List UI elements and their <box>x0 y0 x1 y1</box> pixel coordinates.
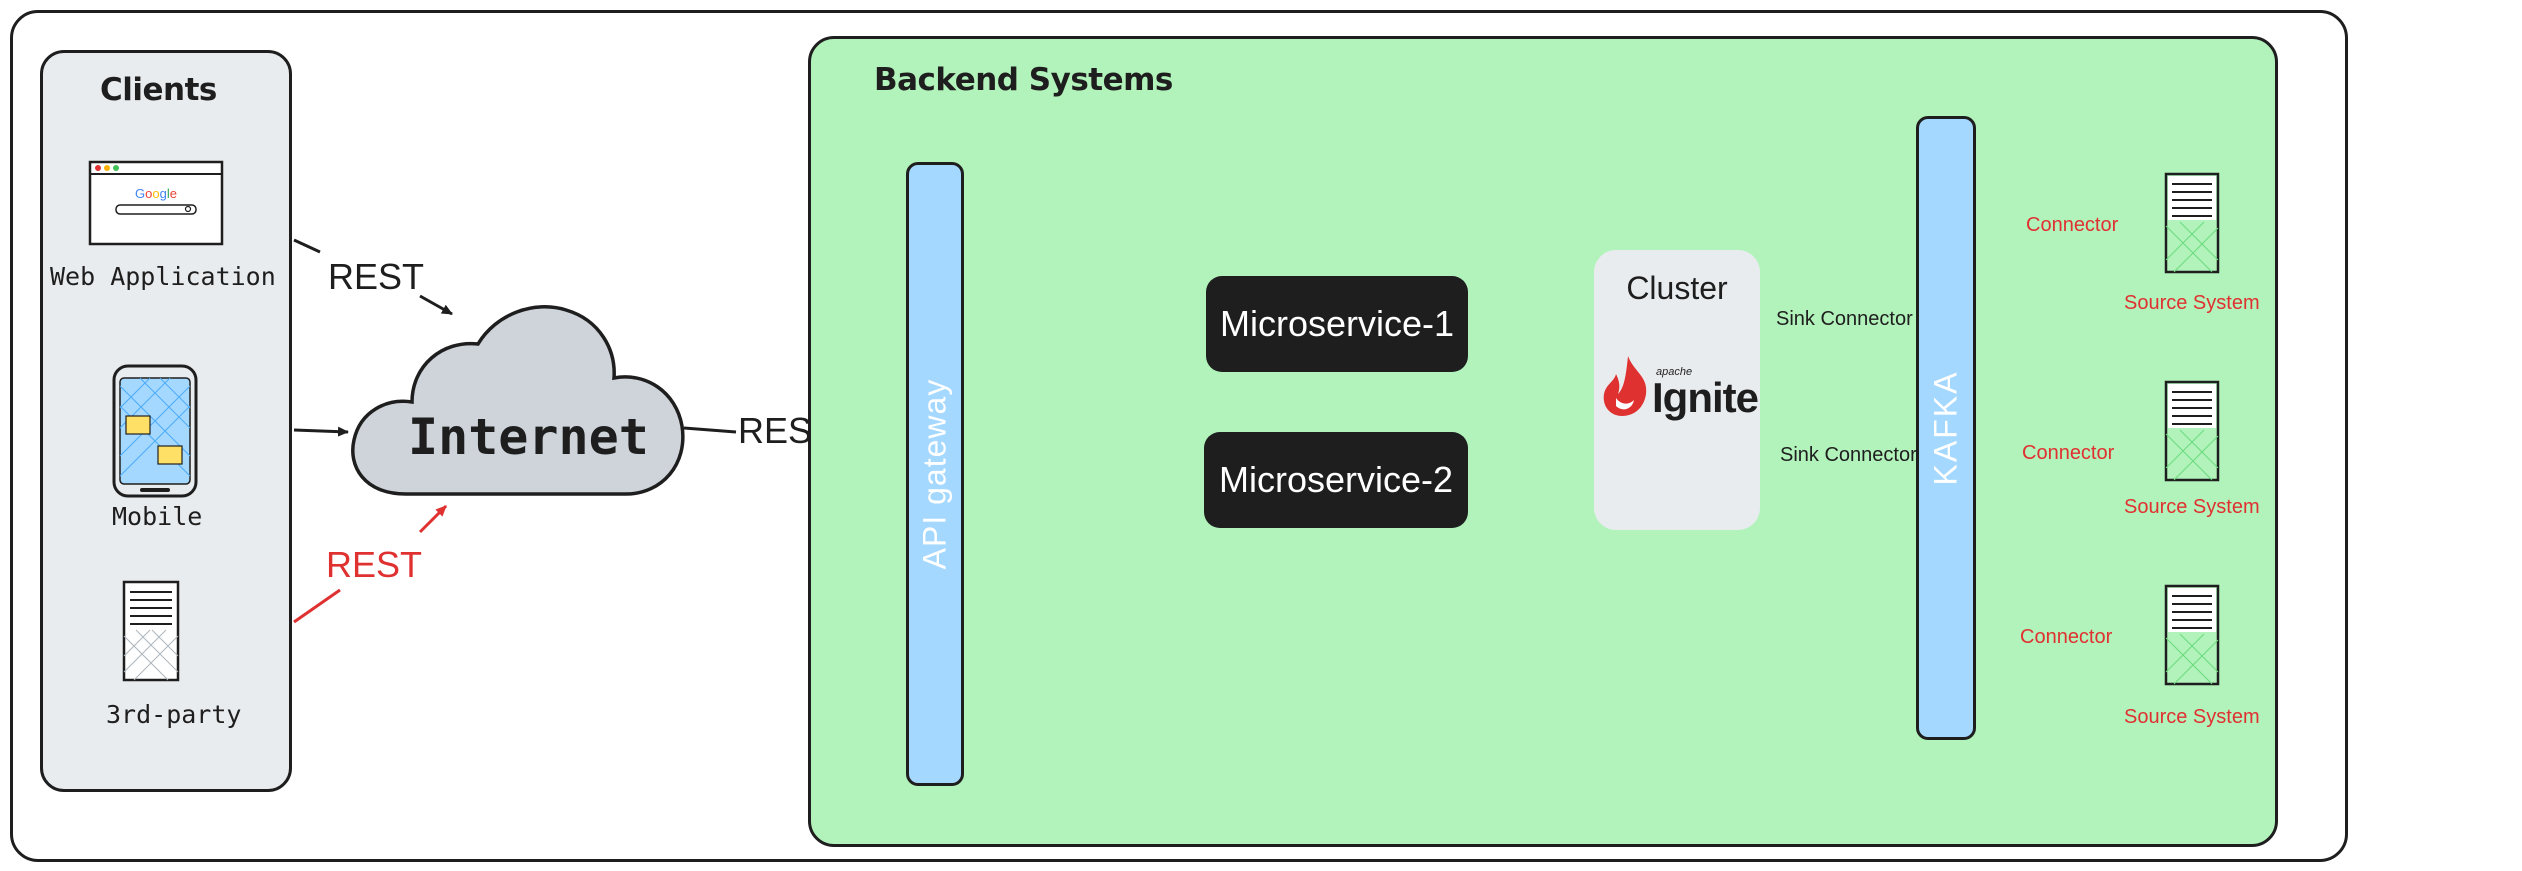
source-system-server-icon <box>2164 172 2220 274</box>
api-gateway: API gateway <box>906 162 964 786</box>
source-system-label-3: Source System <box>2124 706 2260 728</box>
ignite-cluster: Cluster apache Ignite <box>1594 250 1760 530</box>
web-app-label: Web Application <box>50 262 276 291</box>
rest-label-top: REST <box>328 256 425 297</box>
arrow-mobile-to-internet <box>293 426 349 437</box>
clients-title: Clients <box>100 72 217 108</box>
connector-label-3: Connector <box>2020 626 2113 648</box>
kafka-label: KAFKA <box>1927 370 1964 486</box>
internet-cloud-icon <box>351 305 685 496</box>
ignite-logo-small: apache <box>1656 366 1693 378</box>
ignite-logo-word: Ignite <box>1652 374 1759 421</box>
source-system-server-icon <box>2164 380 2220 482</box>
sink-connector-label-2: Sink Connector <box>1780 444 1917 466</box>
connector-label-2: Connector <box>2022 442 2115 464</box>
internet-label: Internet <box>408 408 649 466</box>
sink-connector-label-1: Sink Connector <box>1776 308 1913 330</box>
connector-label-1: Connector <box>2026 214 2119 236</box>
source-system-server-icon <box>2164 584 2220 686</box>
arrow-third-party-to-internet-head <box>418 504 448 534</box>
third-party-label: 3rd-party <box>106 700 242 729</box>
rest-label-bottom: REST <box>326 544 423 585</box>
svg-text:Google: Google <box>135 186 177 201</box>
ignite-flame-icon <box>1603 356 1647 416</box>
backend-title: Backend Systems <box>874 62 1173 98</box>
api-gateway-label: API gateway <box>916 378 953 570</box>
arrow-third-party-to-internet <box>293 588 341 624</box>
kafka-bus: KAFKA <box>1916 116 1976 740</box>
arrow-internet-to-gateway-a <box>683 426 737 434</box>
source-system-label-1: Source System <box>2124 292 2260 314</box>
web-browser-icon: Google <box>88 160 224 246</box>
microservice-1: Microservice-1 <box>1206 276 1468 372</box>
source-system-label-2: Source System <box>2124 496 2260 518</box>
third-party-server-icon <box>122 580 180 682</box>
arrow-web-to-internet-start <box>293 238 321 254</box>
mobile-label: Mobile <box>112 502 203 531</box>
mobile-phone-icon <box>112 364 198 498</box>
microservice-2: Microservice-2 <box>1204 432 1468 528</box>
cluster-label: Cluster <box>1626 270 1728 306</box>
backend-panel <box>808 36 2278 847</box>
arrow-web-to-internet <box>419 294 453 316</box>
